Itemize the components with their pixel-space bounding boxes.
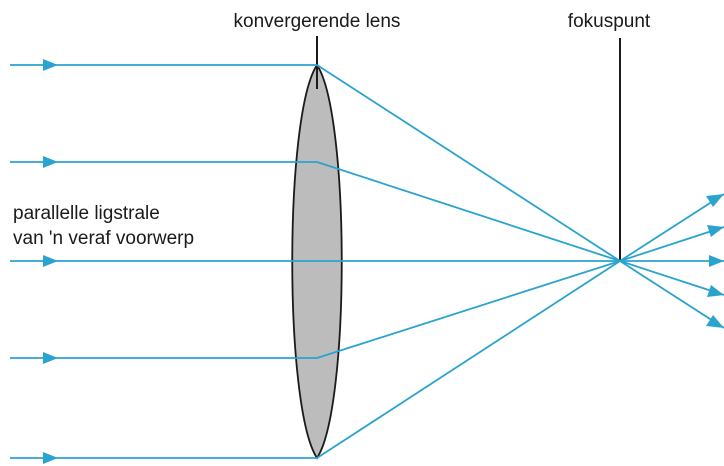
diverging-arrowhead-3 <box>709 255 724 267</box>
diverging-arrowhead-2 <box>707 225 724 237</box>
parallel-rays-label-line1: parallelle ligstrale <box>13 203 160 224</box>
incoming-arrowhead-5 <box>43 452 58 464</box>
parallel-rays-label-line2: van 'n veraf voorwerp <box>13 228 194 249</box>
lens-label: konvergerende lens <box>234 11 401 32</box>
incoming-arrowhead-3 <box>43 255 58 267</box>
diverging-arrowhead-1 <box>706 194 724 207</box>
diverging-ray-1 <box>619 193 724 262</box>
refracted-ray-4 <box>316 260 621 359</box>
focal-point-label: fokuspunt <box>568 11 651 32</box>
incoming-arrowhead-2 <box>43 156 58 168</box>
diverging-rays <box>619 193 724 329</box>
refracted-ray-5 <box>316 260 621 459</box>
diverging-ray-5 <box>619 260 724 329</box>
incoming-arrowhead-1 <box>43 59 58 71</box>
diverging-ray-4 <box>619 260 724 296</box>
diverging-arrowheads <box>706 194 724 328</box>
refracted-ray-1 <box>316 64 621 262</box>
refracted-ray-2 <box>316 161 621 262</box>
incoming-arrowheads <box>43 59 58 464</box>
diverging-arrowhead-4 <box>707 285 724 297</box>
refracted-rays <box>316 64 621 459</box>
incoming-rays <box>10 64 317 459</box>
incoming-arrowhead-4 <box>43 352 58 364</box>
diverging-ray-2 <box>619 226 724 262</box>
diverging-arrowhead-5 <box>706 315 724 328</box>
